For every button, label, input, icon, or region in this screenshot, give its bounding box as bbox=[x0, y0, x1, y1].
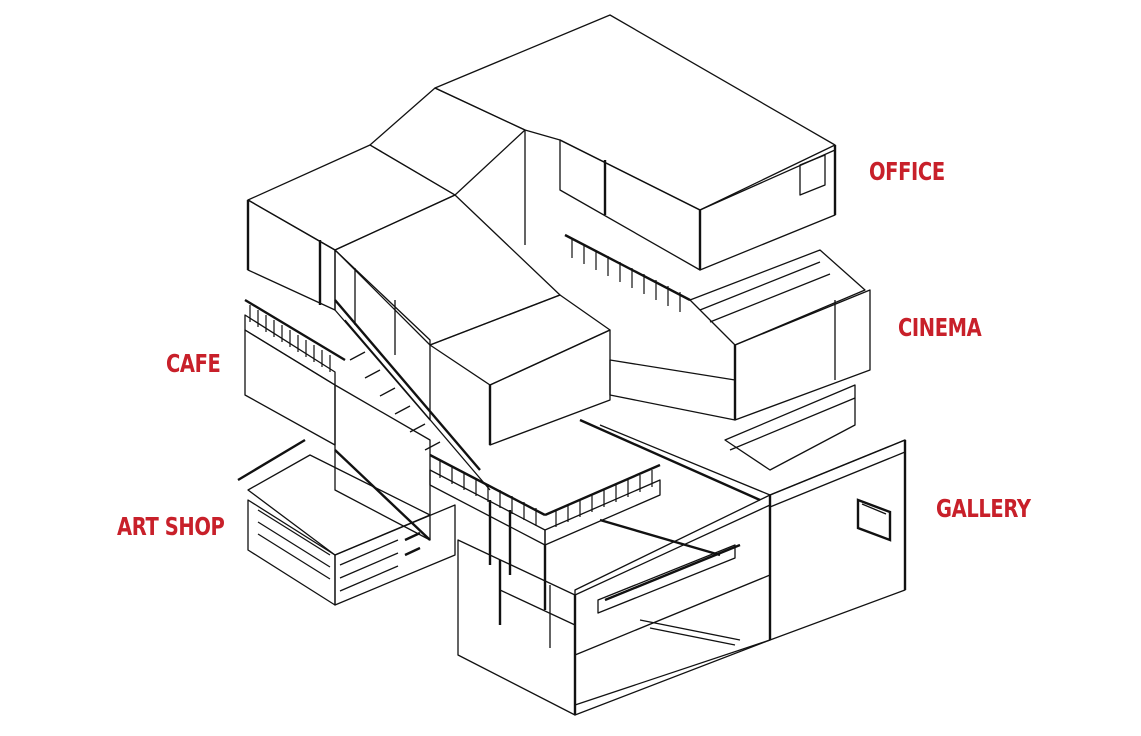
cafe-block bbox=[244, 298, 346, 446]
cinema-block bbox=[609, 249, 871, 471]
cafe-label: CAFE bbox=[166, 349, 221, 378]
cafe-railing bbox=[249, 305, 331, 372]
art-shop-block bbox=[237, 438, 456, 606]
gallery-label: GALLERY bbox=[936, 494, 1031, 523]
platform-railing bbox=[439, 460, 653, 527]
art-shop-label: ART SHOP bbox=[117, 512, 225, 541]
central-platform bbox=[334, 384, 661, 610]
lower-core bbox=[457, 504, 771, 716]
office-railing bbox=[564, 233, 691, 312]
cinema-label: CINEMA bbox=[898, 313, 982, 342]
office-block bbox=[559, 139, 836, 312]
roofs bbox=[246, 14, 837, 446]
office-label: OFFICE bbox=[869, 157, 945, 186]
central-staircase bbox=[334, 299, 771, 602]
